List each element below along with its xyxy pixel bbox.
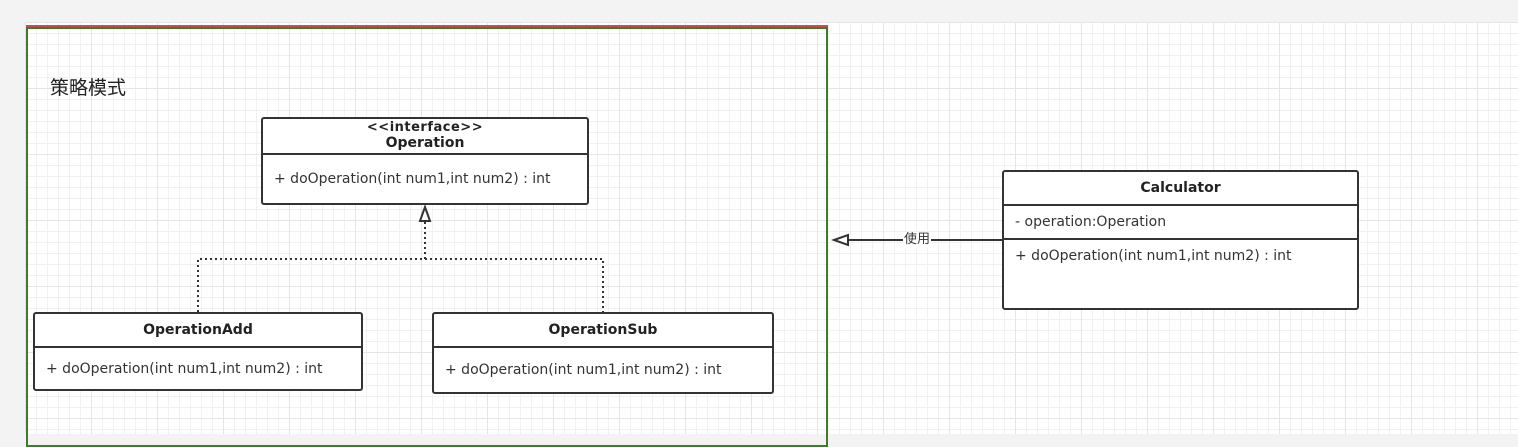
class-operation-sub-methods: + doOperation(int num1,int num2) : int (445, 362, 722, 378)
class-operation-add-name: OperationAdd (143, 321, 253, 338)
realization-edge (197, 258, 604, 312)
class-operation-name: Operation (385, 135, 465, 151)
realization-arrowhead (418, 204, 432, 222)
class-operation-add[interactable]: OperationAdd + doOperation(int num1,int … (33, 312, 363, 391)
class-calculator-name: Calculator (1140, 179, 1221, 196)
class-calculator-methods: + doOperation(int num1,int num2) : int (1015, 248, 1292, 264)
class-calculator-header: Calculator (1004, 172, 1357, 206)
uses-label: 使用 (903, 232, 932, 248)
class-operation-header: <<interface>> Operation (263, 119, 587, 155)
class-operation-methods: + doOperation(int num1,int num2) : int (274, 171, 551, 187)
class-operation-sub-name: OperationSub (548, 321, 658, 338)
class-operation-sub-header: OperationSub (434, 314, 772, 348)
class-operation[interactable]: <<interface>> Operation + doOperation(in… (261, 117, 589, 205)
class-operation-add-methods: + doOperation(int num1,int num2) : int (46, 360, 323, 377)
class-calculator[interactable]: Calculator - operation:Operation + doOpe… (1002, 170, 1359, 310)
class-operation-sub[interactable]: OperationSub + doOperation(int num1,int … (432, 312, 774, 394)
class-operation-stereotype: <<interface>> (366, 120, 484, 135)
class-operation-add-header: OperationAdd (35, 314, 361, 348)
frame-title: 策略模式 (50, 77, 127, 99)
uses-arrowhead (831, 233, 849, 247)
class-calculator-attributes: - operation:Operation (1004, 206, 1357, 240)
